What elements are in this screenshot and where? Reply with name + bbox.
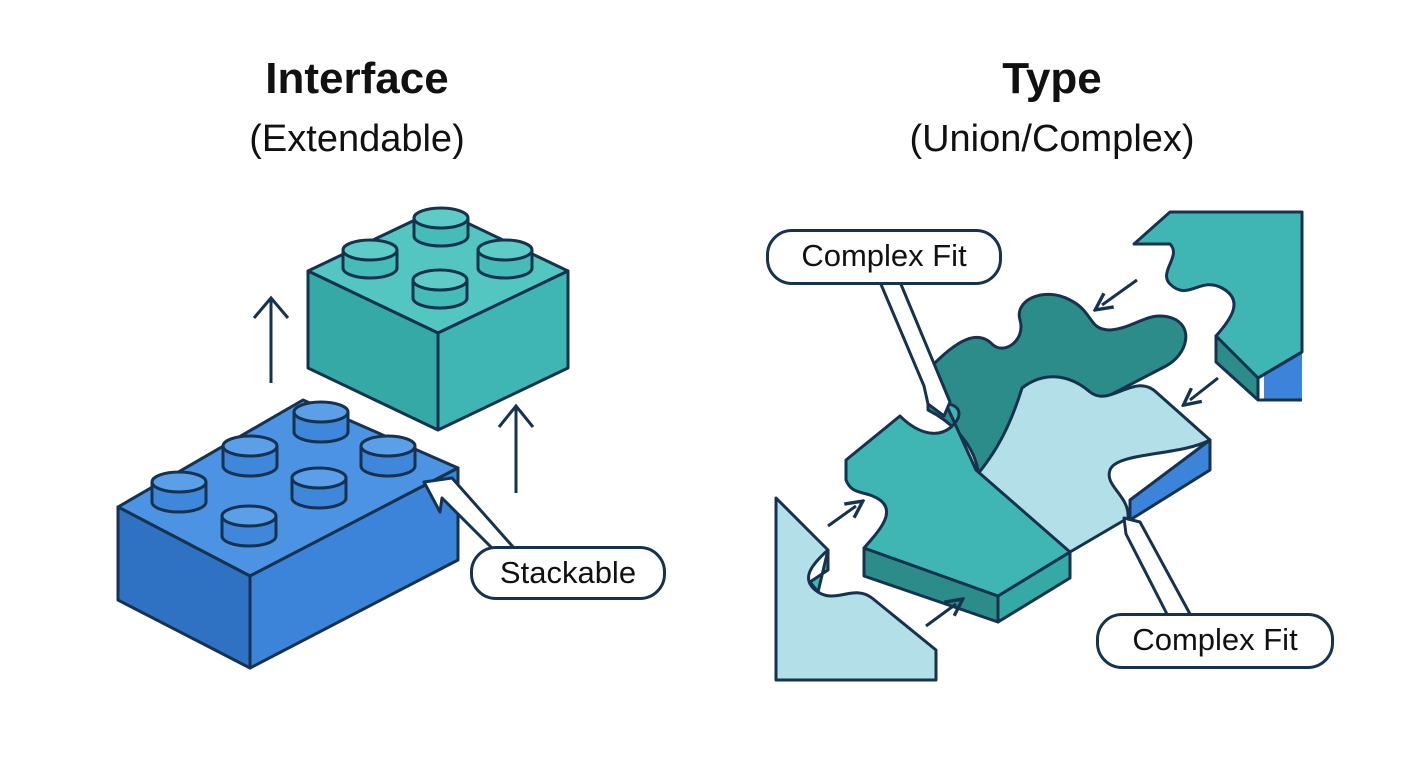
puzzle-piece-icon — [1132, 210, 1304, 402]
type-title: Type — [1002, 54, 1102, 103]
lego-brick-2x2-icon — [306, 206, 570, 432]
complex-fit-callout-top: Complex Fit — [766, 229, 1002, 285]
arrow-icon — [1102, 278, 1138, 305]
up-arrow-head-icon — [497, 403, 535, 428]
arrow-icon — [827, 506, 856, 528]
puzzle-arrows — [827, 278, 1219, 628]
type-subtitle: (Union/Complex) — [909, 118, 1195, 160]
up-arrow-head-icon — [252, 295, 290, 319]
complex-fit-callout-bottom: Complex Fit — [1096, 613, 1334, 669]
arrow-icon — [1190, 376, 1219, 400]
interface-title: Interface — [265, 54, 449, 103]
interface-subtitle: (Extendable) — [249, 118, 465, 160]
stackable-callout: Stackable — [470, 546, 666, 600]
puzzle-piece-icon — [774, 496, 938, 682]
arrow-icon — [925, 604, 956, 628]
upward-arrows — [252, 295, 535, 493]
lego-brick-2x4-icon — [116, 398, 460, 670]
